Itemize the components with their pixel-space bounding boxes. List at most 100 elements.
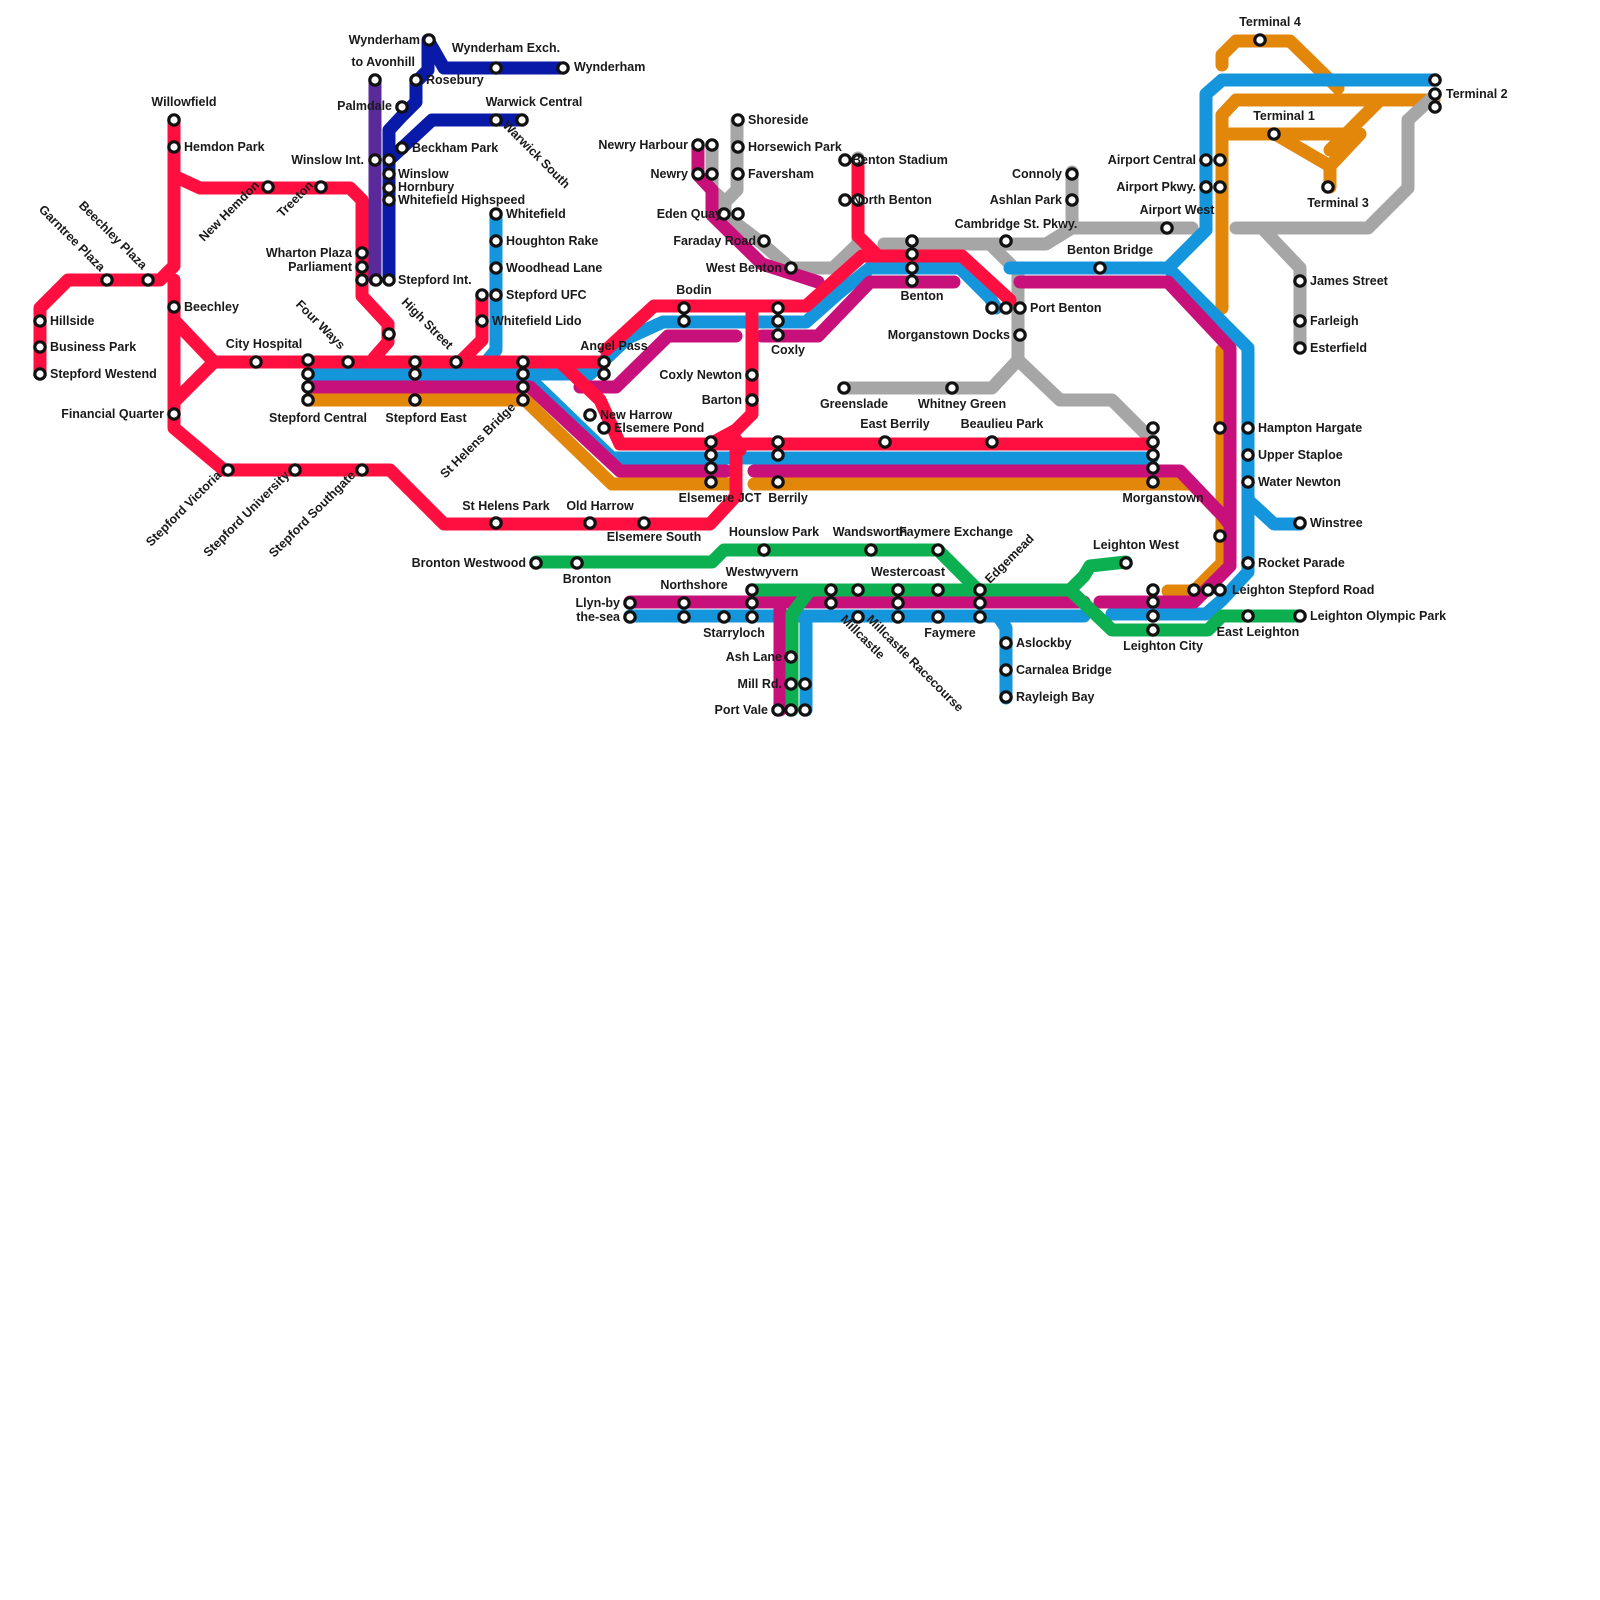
station-marker[interactable] xyxy=(864,543,878,557)
station-marker[interactable] xyxy=(771,448,785,462)
station-marker[interactable] xyxy=(100,273,114,287)
station-marker[interactable] xyxy=(1241,609,1255,623)
station-marker[interactable] xyxy=(705,138,719,152)
station-marker[interactable] xyxy=(1428,87,1442,101)
station-marker[interactable] xyxy=(1187,583,1201,597)
station-marker[interactable] xyxy=(1293,274,1307,288)
station-marker[interactable] xyxy=(1213,153,1227,167)
station-marker[interactable] xyxy=(731,167,745,181)
station-marker[interactable] xyxy=(704,435,718,449)
station-marker[interactable] xyxy=(368,153,382,167)
station-marker[interactable] xyxy=(771,328,785,342)
station-marker[interactable] xyxy=(1093,261,1107,275)
station-marker[interactable] xyxy=(1321,180,1335,194)
station-marker[interactable] xyxy=(369,273,383,287)
station-marker[interactable] xyxy=(1013,301,1027,315)
station-marker[interactable] xyxy=(382,153,396,167)
station-marker[interactable] xyxy=(475,314,489,328)
station-marker[interactable] xyxy=(516,393,530,407)
station-marker[interactable] xyxy=(489,61,503,75)
station-marker[interactable] xyxy=(516,367,530,381)
station-marker[interactable] xyxy=(784,677,798,691)
station-marker[interactable] xyxy=(691,138,705,152)
station-marker[interactable] xyxy=(999,234,1013,248)
station-marker[interactable] xyxy=(731,113,745,127)
station-marker[interactable] xyxy=(167,407,181,421)
station-marker[interactable] xyxy=(314,180,328,194)
station-marker[interactable] xyxy=(838,153,852,167)
station-marker[interactable] xyxy=(167,300,181,314)
station-marker[interactable] xyxy=(999,690,1013,704)
station-marker[interactable] xyxy=(516,380,530,394)
station-marker[interactable] xyxy=(757,543,771,557)
station-marker[interactable] xyxy=(905,234,919,248)
station-marker[interactable] xyxy=(973,583,987,597)
station-marker[interactable] xyxy=(167,113,181,127)
station-marker[interactable] xyxy=(824,583,838,597)
station-marker[interactable] xyxy=(784,703,798,717)
station-marker[interactable] xyxy=(905,247,919,261)
station-marker[interactable] xyxy=(824,596,838,610)
station-marker[interactable] xyxy=(973,610,987,624)
station-marker[interactable] xyxy=(1160,221,1174,235)
station-marker[interactable] xyxy=(677,596,691,610)
station-marker[interactable] xyxy=(141,273,155,287)
station-marker[interactable] xyxy=(745,583,759,597)
station-marker[interactable] xyxy=(717,207,731,221)
station-marker[interactable] xyxy=(221,463,235,477)
station-marker[interactable] xyxy=(1146,435,1160,449)
station-marker[interactable] xyxy=(1293,341,1307,355)
station-marker[interactable] xyxy=(623,610,637,624)
station-marker[interactable] xyxy=(489,261,503,275)
station-marker[interactable] xyxy=(341,355,355,369)
station-marker[interactable] xyxy=(1213,529,1227,543)
station-marker[interactable] xyxy=(838,193,852,207)
station-marker[interactable] xyxy=(1213,421,1227,435)
station-marker[interactable] xyxy=(422,33,436,47)
station-marker[interactable] xyxy=(288,463,302,477)
station-marker[interactable] xyxy=(745,393,759,407)
station-marker[interactable] xyxy=(1253,33,1267,47)
station-marker[interactable] xyxy=(1241,475,1255,489)
station-marker[interactable] xyxy=(985,435,999,449)
station-marker[interactable] xyxy=(771,301,785,315)
station-marker[interactable] xyxy=(382,273,396,287)
station-marker[interactable] xyxy=(1293,609,1307,623)
station-marker[interactable] xyxy=(395,141,409,155)
station-marker[interactable] xyxy=(1065,167,1079,181)
station-marker[interactable] xyxy=(382,167,396,181)
station-marker[interactable] xyxy=(704,448,718,462)
station-marker[interactable] xyxy=(1201,583,1215,597)
station-marker[interactable] xyxy=(745,368,759,382)
station-marker[interactable] xyxy=(771,703,785,717)
station-marker[interactable] xyxy=(1199,153,1213,167)
station-marker[interactable] xyxy=(1146,448,1160,462)
station-marker[interactable] xyxy=(301,367,315,381)
station-marker[interactable] xyxy=(1146,475,1160,489)
station-marker[interactable] xyxy=(1013,328,1027,342)
station-marker[interactable] xyxy=(409,73,423,87)
station-marker[interactable] xyxy=(597,367,611,381)
station-marker[interactable] xyxy=(261,180,275,194)
station-marker[interactable] xyxy=(516,355,530,369)
station-marker[interactable] xyxy=(1293,314,1307,328)
station-marker[interactable] xyxy=(931,543,945,557)
station-marker[interactable] xyxy=(167,140,181,154)
station-marker[interactable] xyxy=(677,301,691,315)
station-marker[interactable] xyxy=(851,583,865,597)
station-marker[interactable] xyxy=(717,610,731,624)
station-marker[interactable] xyxy=(515,113,529,127)
station-marker[interactable] xyxy=(705,167,719,181)
station-marker[interactable] xyxy=(731,207,745,221)
station-marker[interactable] xyxy=(905,274,919,288)
station-marker[interactable] xyxy=(745,610,759,624)
station-marker[interactable] xyxy=(704,475,718,489)
station-marker[interactable] xyxy=(677,610,691,624)
station-marker[interactable] xyxy=(301,353,315,367)
station-marker[interactable] xyxy=(382,193,396,207)
station-marker[interactable] xyxy=(1146,609,1160,623)
station-marker[interactable] xyxy=(1267,127,1281,141)
station-marker[interactable] xyxy=(570,556,584,570)
station-marker[interactable] xyxy=(368,73,382,87)
station-marker[interactable] xyxy=(33,367,47,381)
